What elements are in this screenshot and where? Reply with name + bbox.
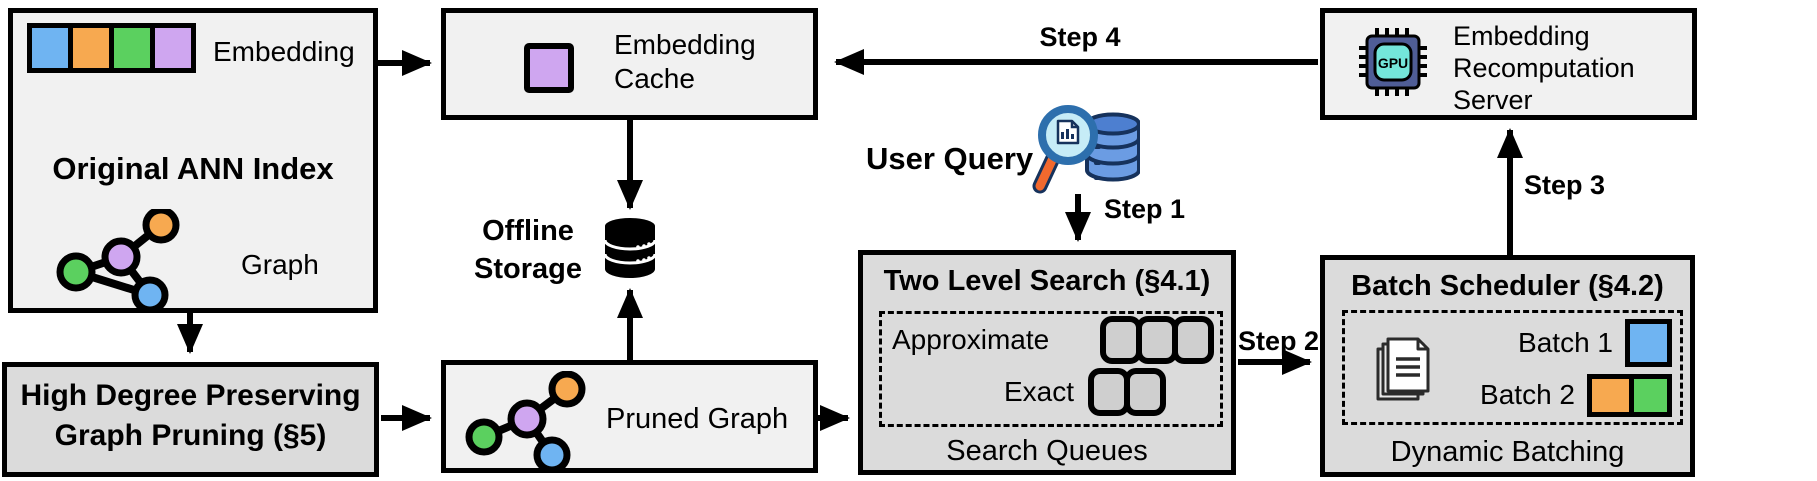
batch2-label: Batch 2 [1480,379,1575,410]
batch2-items [1587,373,1672,417]
offline-storage-label: Offline Storage [474,215,582,285]
pruning-title-line2: Graph Pruning (§5) [54,419,327,452]
exact-label: Exact [1003,376,1074,407]
search-queues-caption: Search Queues [946,435,1148,467]
magnifier-handle [1035,151,1059,191]
step3-label: Step 3 [1524,170,1606,200]
two-level-search-box: Two Level Search (§4.1) Approximate Exac… [858,250,1236,475]
batch-rows: Batch 1 Batch 2 [1455,317,1672,421]
embedding-vector-icon [27,23,196,73]
original-ann-index-box: Embedding Original ANN Index Graph [8,8,378,313]
batch-scheduler-title: Batch Scheduler (§4.2) [1351,270,1664,302]
embedding-label: Embedding [213,36,355,67]
batch1-item-blue [1625,319,1672,367]
cached-embedding-icon [524,43,574,93]
batch2-row: Batch 2 [1455,369,1672,421]
pruned-graph-label: Pruned Graph [606,403,789,435]
graph-label: Graph [241,249,319,280]
queue-slot [1124,368,1166,416]
user-query-label: User Query [866,141,1034,176]
step4-label: Step 4 [1039,22,1121,52]
user-query-icon [1032,105,1140,194]
embedding-cell-purple [150,23,196,73]
query-documents-icon [1376,337,1430,401]
pruned-graph-icon [465,371,586,469]
dynamic-batching-caption: Dynamic Batching [1390,436,1625,468]
batch2-item-green [1629,373,1672,417]
batch1-label: Batch 1 [1518,327,1613,358]
original-graph-icon [56,209,180,313]
exact-queue-slots [1088,368,1166,416]
cache-label: Embedding Cache [614,29,756,94]
approximate-queue-row: Approximate [882,314,1220,366]
queue-slot [1172,316,1214,364]
pruning-title-line1: High Degree Preserving [20,379,361,412]
batch2-item-orange [1587,373,1634,417]
graph-pruning-box: High Degree Preserving Graph Pruning (§5… [2,362,379,477]
embedding-cell-blue [27,23,73,73]
embedding-cache-box: Embedding Cache [441,8,818,120]
offline-storage-db-icon [604,218,656,278]
search-queues-panel: Approximate Exact [879,311,1223,427]
two-level-search-title: Two Level Search (§4.1) [883,265,1211,297]
pruned-graph-box: Pruned Graph [441,360,818,473]
batch-scheduler-box: Batch Scheduler (§4.2) Batch 1 [1320,255,1695,477]
approximate-queue-slots [1100,316,1214,364]
embedding-cell-green [109,23,155,73]
recomputation-server-box: GPU Embedding Recomputation Server [1320,8,1697,120]
batch1-row: Batch 1 [1455,317,1672,369]
gpu-chip-icon: GPU [1359,28,1427,96]
embedding-cell-orange [68,23,114,73]
gpu-text: GPU [1378,55,1408,71]
ann-index-title: Original ANN Index [52,151,334,186]
dynamic-batching-panel: Batch 1 Batch 2 [1342,310,1683,425]
step1-label: Step 1 [1104,194,1186,224]
document-chart-glyph [1056,119,1080,145]
approximate-label: Approximate [892,324,1050,355]
recomputation-server-label: Embedding Recomputation Server [1453,21,1635,115]
exact-queue-row: Exact [882,366,1220,418]
